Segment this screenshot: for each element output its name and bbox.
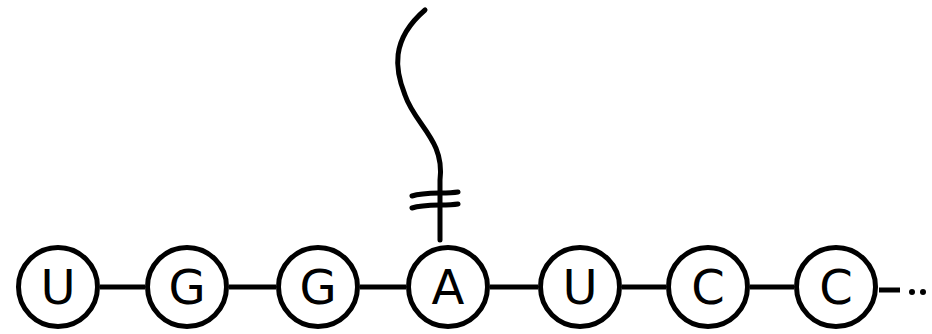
nucleotide-circle: A [406,245,490,329]
circle-outline [541,248,620,327]
strand-continuation [879,288,900,293]
backbone-link [100,285,145,290]
backbone-link [750,285,794,290]
base-letter: C [819,263,853,311]
nucleotide-circle: C [794,245,878,329]
continuation-dot [920,289,926,295]
circle-outline [669,248,748,327]
backbone-link [622,285,666,290]
cut-mark [412,192,458,208]
backbone-link [229,285,276,290]
continuation-dot [909,289,915,295]
circle-outline [148,248,227,327]
base-letter: G [299,263,336,311]
base-letter: G [168,263,205,311]
circle-outline [797,248,876,327]
nucleotide-circle: G [276,245,360,329]
base-letter: C [691,263,725,311]
base-letter: A [432,263,465,311]
nucleotide-circle: U [538,245,622,329]
circle-outline [19,248,98,327]
nucleotide-circle: G [145,245,229,329]
backbone-link [490,285,538,290]
nucleotide-circle: C [666,245,750,329]
backbone-link [360,285,406,290]
nucleotide-circle: U [16,245,100,329]
base-letter: U [562,263,597,311]
base-letter: U [40,263,75,311]
circle-outline [409,248,488,327]
circle-outline [279,248,358,327]
